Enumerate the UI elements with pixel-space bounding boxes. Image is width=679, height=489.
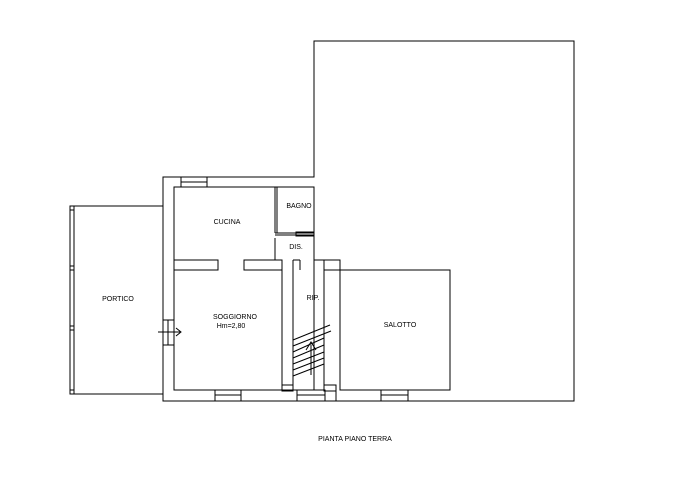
- room-label-dis: DIS.: [289, 244, 303, 251]
- room-label-bagno: BAGNO: [286, 203, 312, 210]
- window-bottom-soggiorno: [214, 389, 242, 402]
- room-label-soggiorno: SOGGIORNO: [213, 314, 258, 321]
- window-bottom-rip: [296, 389, 326, 402]
- window-bottom-salotto: [380, 389, 409, 402]
- property-boundary: [162, 40, 575, 402]
- entrance-door: [158, 319, 182, 346]
- kitchen-living-wall: [173, 259, 219, 271]
- room-label-portico: PORTICO: [102, 296, 134, 303]
- portico: [69, 205, 163, 395]
- salotto-walls: [323, 259, 341, 271]
- room-label-cucina: CUCINA: [214, 219, 241, 226]
- plan-caption: PIANTA PIANO TERRA: [318, 436, 392, 443]
- window-top-kitchen: [180, 176, 208, 188]
- kitchen-living-wall-right: [243, 259, 283, 271]
- room-label-rip: RIP.: [307, 295, 320, 302]
- salotto-outline: [339, 269, 451, 391]
- windows: [158, 176, 409, 402]
- window-bathroom: [295, 231, 315, 237]
- salotto-outer: [335, 270, 341, 401]
- staircase: [292, 324, 332, 377]
- room-label-salotto: SALOTTO: [384, 322, 417, 329]
- room-height-soggiorno: Hm=2,80: [217, 323, 246, 330]
